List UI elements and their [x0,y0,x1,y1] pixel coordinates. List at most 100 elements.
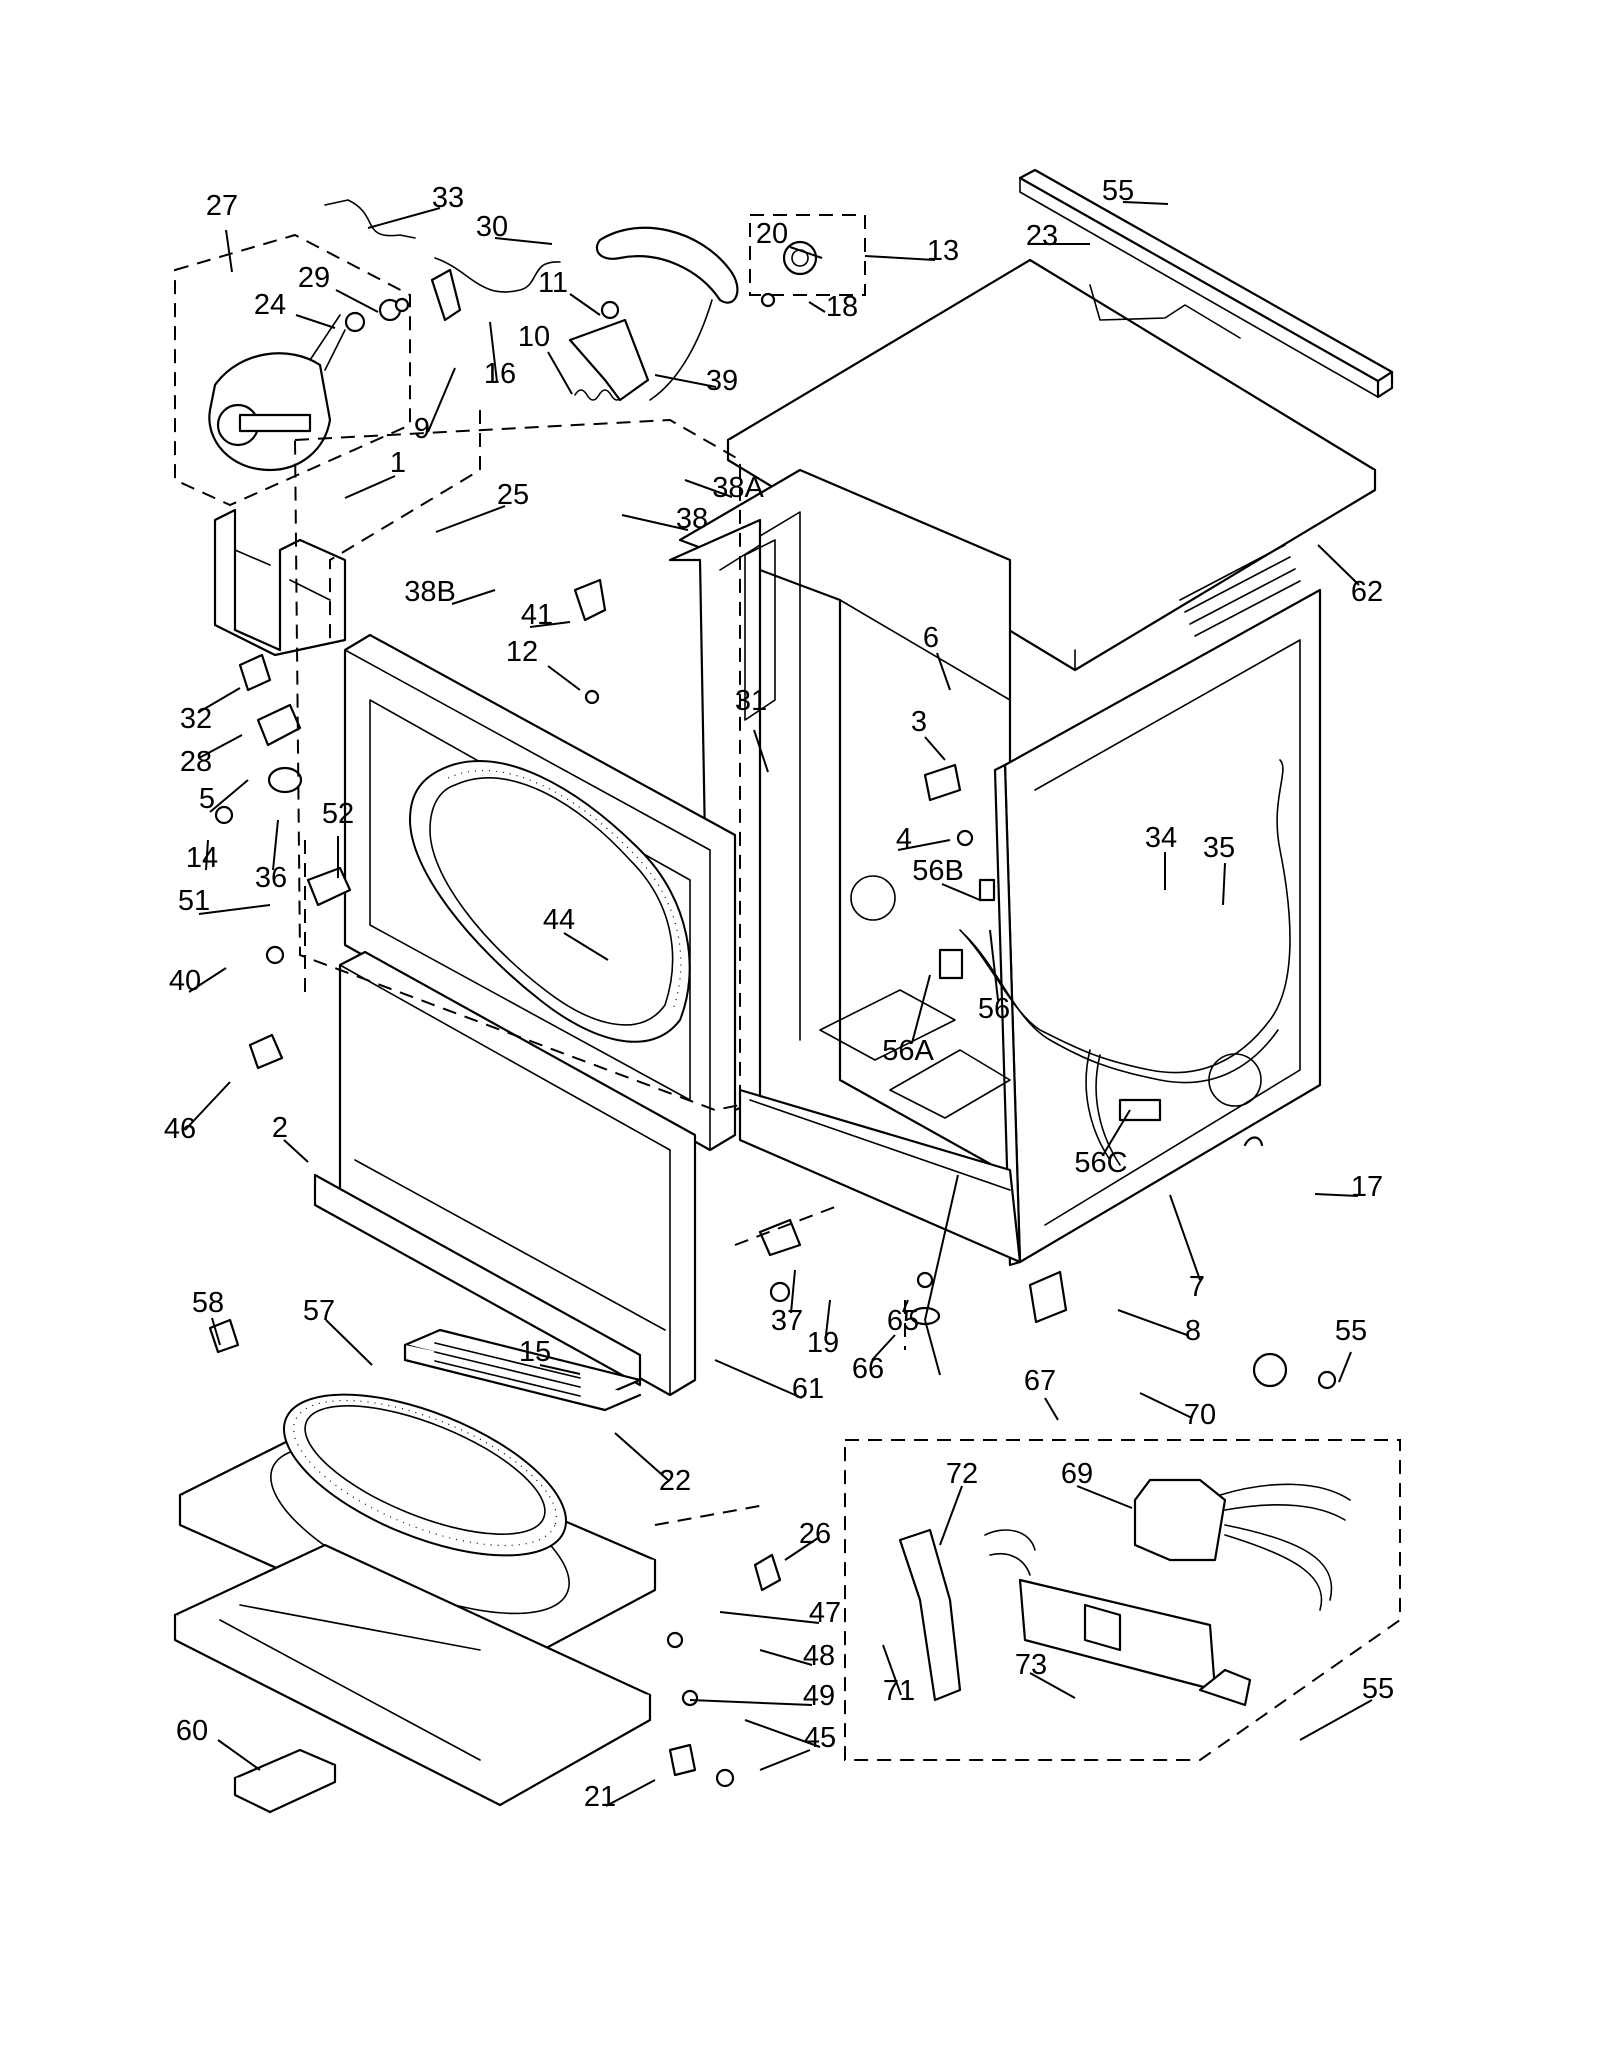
callout-c55a: 55 [1102,175,1134,207]
callout-c60: 60 [176,1715,208,1747]
callout-c56a: 56A [882,1035,934,1067]
callout-c3: 3 [911,706,927,738]
callout-c14: 14 [186,842,218,874]
callout-c48: 48 [803,1640,835,1672]
leader-line [924,1319,941,1376]
callout-c24: 24 [254,289,286,321]
callout-c6: 6 [923,622,939,654]
lint-housing [403,1328,642,1412]
callout-c38: 38 [676,503,708,535]
callout-c16: 16 [484,358,516,390]
leader-line [1299,1699,1373,1741]
leader-line [295,314,336,329]
leader-line [225,229,233,273]
callout-c36: 36 [255,862,287,894]
leader-line [367,207,441,229]
leader-line [1317,544,1360,586]
leader-line [941,883,981,901]
leader-line [989,929,999,1001]
leader-line [272,819,279,871]
leader-line [1029,1672,1076,1699]
leader-line [936,652,951,691]
door-seal [408,760,691,1043]
callout-c28: 28 [180,746,212,778]
leader-line [283,1139,309,1163]
leader-line [547,665,581,691]
leader-line [198,734,243,759]
callout-c69: 69 [1061,1458,1093,1490]
callout-c18: 18 [826,291,858,323]
leader-line [529,621,571,628]
leader-line [902,1299,909,1313]
callout-c38a: 38A [712,472,764,504]
leader-line [753,729,769,773]
leader-line [784,1537,819,1561]
leader-line [605,1779,656,1807]
leader-line [1169,1194,1201,1281]
callout-c30: 30 [476,211,508,243]
leader-line [689,1699,813,1706]
leader-line [1076,1485,1133,1509]
leader-line [714,1359,803,1399]
toe-panel [313,950,697,1397]
callout-c56c: 56C [1074,1147,1127,1179]
callout-c44: 44 [543,904,575,936]
leader-line [924,1174,959,1321]
burner-group-box [844,1439,1401,1761]
leader-line [1117,1309,1188,1336]
callout-c61: 61 [792,1373,824,1405]
leader-line [547,351,573,395]
callout-c23: 23 [1026,220,1058,252]
reference-line-a [329,410,481,640]
leader-line [789,246,823,259]
burner-assembly [898,1478,1351,1707]
leader-line [435,505,506,533]
motor-assembly [208,297,410,472]
callout-c34: 34 [1145,822,1177,854]
callout-c27: 27 [206,190,238,222]
leader-line [684,479,733,498]
front-panel-box [293,418,741,1112]
callout-c13: 13 [927,235,959,267]
leader-line [871,1334,896,1361]
leader-line [563,932,609,961]
idler-assembly [568,300,650,402]
callout-c65: 65 [887,1305,919,1337]
leader-line [1122,201,1169,205]
callout-c15: 15 [519,1336,551,1368]
leader-line [825,1299,831,1336]
leader-line [790,1269,796,1314]
callout-c32: 32 [180,703,212,735]
foot-pad [233,1748,337,1814]
callout-c17: 17 [1351,1171,1383,1203]
motor-group-box [174,233,411,507]
callout-c10: 10 [518,321,550,353]
callout-c46: 46 [164,1113,196,1145]
leader-line [1102,1109,1131,1156]
reference-line-c [734,1204,841,1246]
blower-group-box [749,214,866,296]
leader-line [451,589,496,605]
callout-c33: 33 [432,182,464,214]
leader-line [335,289,379,313]
callout-c40: 40 [169,965,201,997]
callout-c5: 5 [199,783,215,815]
leader-line [188,967,227,993]
leader-line [1044,1397,1059,1421]
callout-c66: 66 [852,1353,884,1385]
leader-line [211,1317,221,1346]
callout-c25: 25 [497,479,529,511]
callout-c21: 21 [584,1781,616,1813]
leader-line [489,321,498,383]
callout-c22: 22 [659,1465,691,1497]
callout-c41: 41 [521,599,553,631]
callout-c49: 49 [803,1680,835,1712]
leader-line [1338,1351,1352,1383]
leader-line [621,514,689,531]
leader-line [209,779,249,813]
callout-c56: 56 [978,993,1010,1025]
leader-line [539,1364,581,1375]
blower-pulley [760,240,818,308]
leader-line [217,1739,261,1771]
